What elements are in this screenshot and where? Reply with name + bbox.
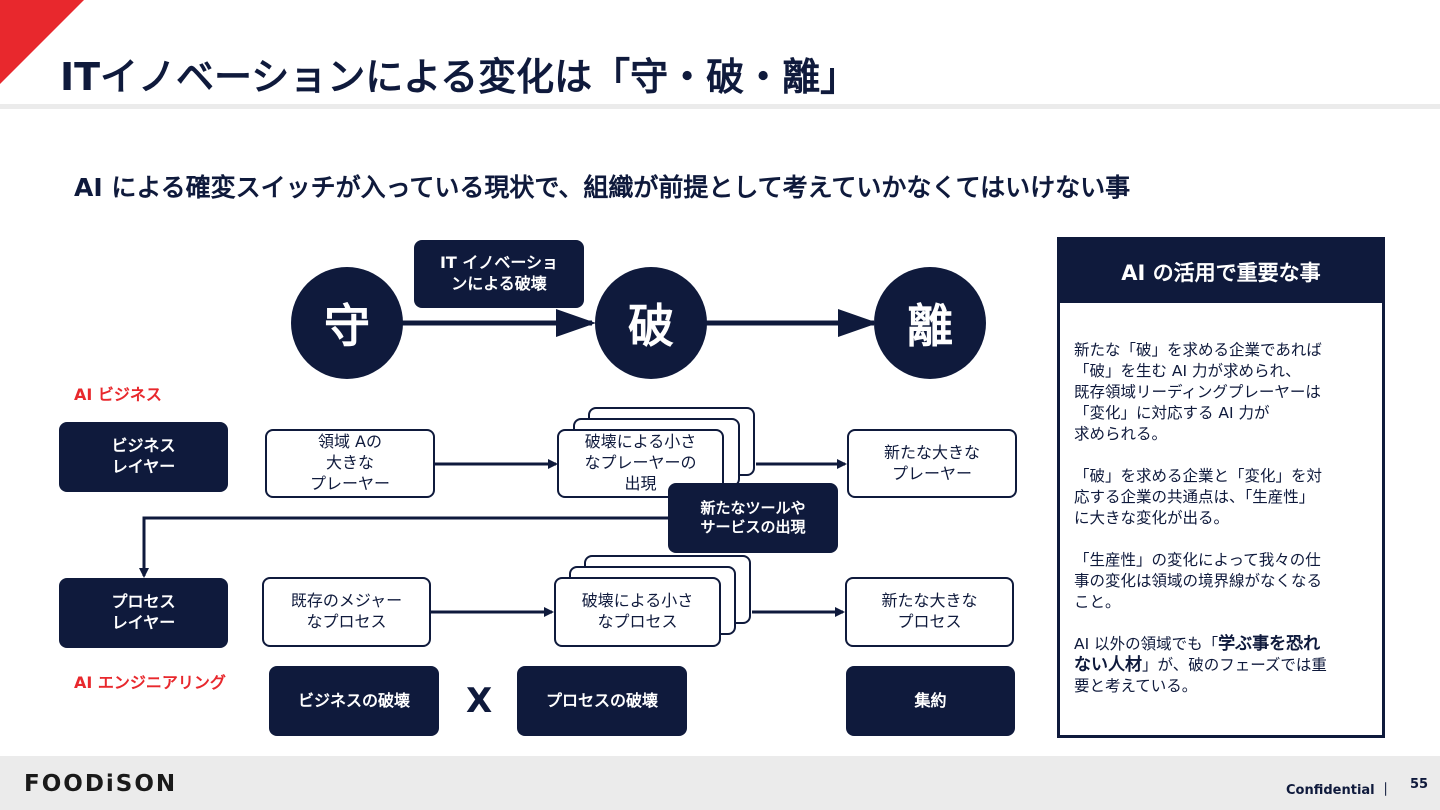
business-box-existing-line1: 領域 Aの — [317, 432, 383, 452]
consolidation-box: 集約 — [846, 666, 1015, 736]
panel-paragraph-3: 「生産性」の変化によって我々の仕 事の変化は領域の境界線がなくなる こと。 — [1074, 550, 1374, 613]
process-box-existing-line1: 既存のメジャー — [290, 591, 403, 611]
new-tools-line1: 新たなツールや — [700, 498, 806, 517]
business-box-small-line2: なプレーヤーの — [584, 453, 697, 473]
ai-engineering-label: AI エンジニアリング — [74, 673, 226, 692]
panel-p2-line3: に大きな変化が出る。 — [1074, 509, 1230, 527]
panel-p1-line5: 求められる。 — [1074, 425, 1168, 443]
panel-p4-part2: 」が、破のフェーズでは重 — [1142, 656, 1327, 674]
footer-bar — [0, 756, 1440, 810]
page-title: ITイノベーションによる変化は「守・破・離」 — [60, 55, 859, 99]
business-box-existing-line3: プレーヤー — [309, 473, 390, 493]
business-box-new-line1: 新たな大きな — [883, 442, 980, 462]
page-subtitle: AI による確変スイッチが入っている現状で、組織が前提として考えていかなくてはい… — [74, 173, 1131, 202]
new-tools-line2: サービスの出現 — [700, 518, 806, 536]
process-layer-line1: プロセス — [111, 592, 176, 612]
panel-heading: AI の活用で重要な事 — [1060, 240, 1382, 303]
business-box-existing-line2: 大きな — [325, 453, 374, 473]
panel-p4-emphasis1: 学ぶ事を恐れ — [1218, 634, 1321, 654]
process-layer-box: プロセス レイヤー — [59, 578, 228, 648]
panel-body: 新たな「破」を求める企業であれば 「破」を生む AI 力が求められ、 既存領域リ… — [1074, 340, 1374, 718]
innovation-label-line1: IT イノベーショ — [439, 253, 559, 273]
business-box-small-line3: 出現 — [624, 473, 657, 493]
process-box-small-line1: 破壊による小さ — [581, 591, 694, 611]
business-box-small-players: 破壊による小さ なプレーヤーの 出現 — [557, 429, 724, 498]
process-box-existing-line2: なプロセス — [306, 612, 387, 631]
corner-accent — [0, 0, 84, 84]
business-box-small-line1: 破壊による小さ — [584, 432, 697, 452]
confidential-label: Confidential ｜ — [1286, 783, 1393, 798]
process-layer-line2: レイヤー — [111, 613, 176, 632]
panel-p1-line3: 既存領域リーディングプレーヤーは — [1074, 383, 1321, 401]
innovation-label: IT イノベーショ ンによる破壊 — [414, 240, 584, 308]
panel-p1-line1: 新たな「破」を求める企業であれば — [1074, 341, 1322, 359]
stage-yaburu: 破 — [595, 267, 707, 379]
panel-p3-line3: こと。 — [1074, 593, 1121, 611]
panel-p3-line1: 「生産性」の変化によって我々の仕 — [1074, 551, 1321, 569]
panel-p2-line2: 応する企業の共通点は、「生産性」 — [1074, 488, 1315, 506]
panel-p4-part3: 要と考えている。 — [1074, 677, 1198, 695]
ai-business-label: AI ビジネス — [74, 385, 162, 404]
business-destruction-box: ビジネスの破壊 — [269, 666, 439, 736]
ai-importance-panel: AI の活用で重要な事 新たな「破」を求める企業であれば 「破」を生む AI 力… — [1057, 237, 1385, 738]
stage-mamoru: 守 — [291, 267, 403, 379]
panel-p3-line2: 事の変化は領域の境界線がなくなる — [1074, 572, 1323, 590]
page-number: 55 — [1410, 777, 1429, 792]
business-box-existing: 領域 Aの 大きな プレーヤー — [265, 429, 435, 498]
business-layer-line2: レイヤー — [111, 457, 176, 476]
process-destruction-box: プロセスの破壊 — [517, 666, 687, 736]
process-box-new-line1: 新たな大きな — [881, 591, 978, 611]
process-box-small: 破壊による小さ なプロセス — [554, 577, 721, 647]
business-box-new-line2: プレーヤー — [891, 463, 972, 483]
process-box-new-line2: プロセス — [897, 612, 962, 631]
innovation-label-line2: ンによる破壊 — [451, 274, 547, 293]
business-layer-line1: ビジネス — [111, 436, 176, 456]
new-tools-box: 新たなツールや サービスの出現 — [668, 483, 838, 553]
business-layer-box: ビジネス レイヤー — [59, 422, 228, 492]
panel-paragraph-2: 「破」を求める企業と「変化」を対 応する企業の共通点は、「生産性」 に大きな変化… — [1074, 466, 1374, 529]
process-box-small-line2: なプロセス — [597, 612, 678, 631]
panel-p2-line1: 「破」を求める企業と「変化」を対 — [1074, 467, 1323, 485]
panel-p4-part1: AI 以外の領域でも「 — [1074, 635, 1219, 653]
process-box-new: 新たな大きな プロセス — [845, 577, 1014, 647]
panel-paragraph-1: 新たな「破」を求める企業であれば 「破」を生む AI 力が求められ、 既存領域リ… — [1074, 340, 1374, 445]
process-box-existing: 既存のメジャー なプロセス — [262, 577, 431, 647]
title-divider — [0, 104, 1440, 109]
panel-p4-emphasis2: ない人材 — [1074, 655, 1142, 675]
panel-p1-line4: 「変化」に対応する AI 力が — [1074, 404, 1270, 422]
panel-p1-line2: 「破」を生む AI 力が求められ、 — [1074, 362, 1301, 380]
times-mark: X — [466, 681, 493, 721]
panel-paragraph-4: AI 以外の領域でも「学ぶ事を恐れ ない人材」が、破のフェーズでは重 要と考えて… — [1074, 634, 1374, 697]
stage-hanareru: 離 — [874, 267, 986, 379]
business-box-new-player: 新たな大きな プレーヤー — [847, 429, 1017, 498]
foodison-logo: FOODiSON — [24, 771, 178, 797]
arrow-tools-to-process — [139, 516, 668, 578]
